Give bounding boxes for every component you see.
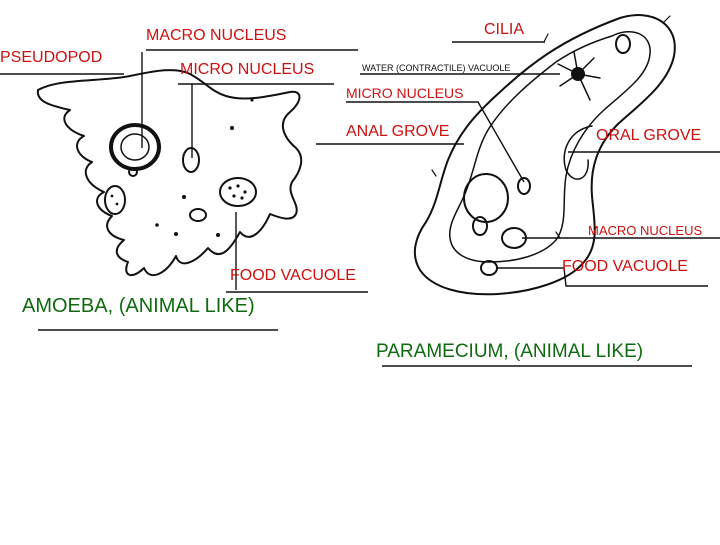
- amoeba-macro-nucleus-shape: [109, 123, 161, 171]
- label-micro-nucleus-paramecium: MICRO NUCLEUS: [346, 85, 464, 101]
- label-food-vacuole-paramecium: FOOD VACUOLE: [562, 258, 688, 275]
- paramecium-food-vacuole-shape: [480, 260, 498, 276]
- label-anal-grove: ANAL GROVE: [346, 123, 450, 140]
- amoeba-micro-nucleus-shape: [182, 147, 200, 173]
- label-micro-nucleus-amoeba: MICRO NUCLEUS: [180, 61, 315, 78]
- leader-line-micro-nucleus-paramecium: [346, 101, 525, 183]
- amoeba-food-vacuole-shape: [219, 177, 257, 207]
- caption-paramecium: PARAMECIUM, (ANIMAL LIKE): [376, 341, 644, 362]
- label-oral-grove: ORAL GROVE: [596, 127, 702, 144]
- caption-amoeba: AMOEBA, (ANIMAL LIKE): [22, 295, 255, 317]
- label-macro-nucleus-amoeba: MACRO NUCLEUS: [146, 27, 287, 44]
- label-food-vacuole-amoeba: FOOD VACUOLE: [230, 267, 356, 284]
- label-water-contractile-vacuole: WATER (CONTRACTILE) VACUOLE: [362, 63, 511, 73]
- amoeba-body: [36, 69, 303, 277]
- label-macro-nucleus-paramecium: MACRO NUCLEUS: [588, 223, 703, 238]
- label-cilia: CILIA: [484, 21, 525, 38]
- contractile-vacuole-shape: [557, 51, 601, 101]
- paramecium-body: [413, 14, 676, 296]
- paramecium-micro-nucleus-shape: [517, 177, 531, 195]
- leader-line-food-vacuole-paramecium: [498, 267, 708, 287]
- label-pseudopod: PSEUDOPOD: [0, 49, 103, 66]
